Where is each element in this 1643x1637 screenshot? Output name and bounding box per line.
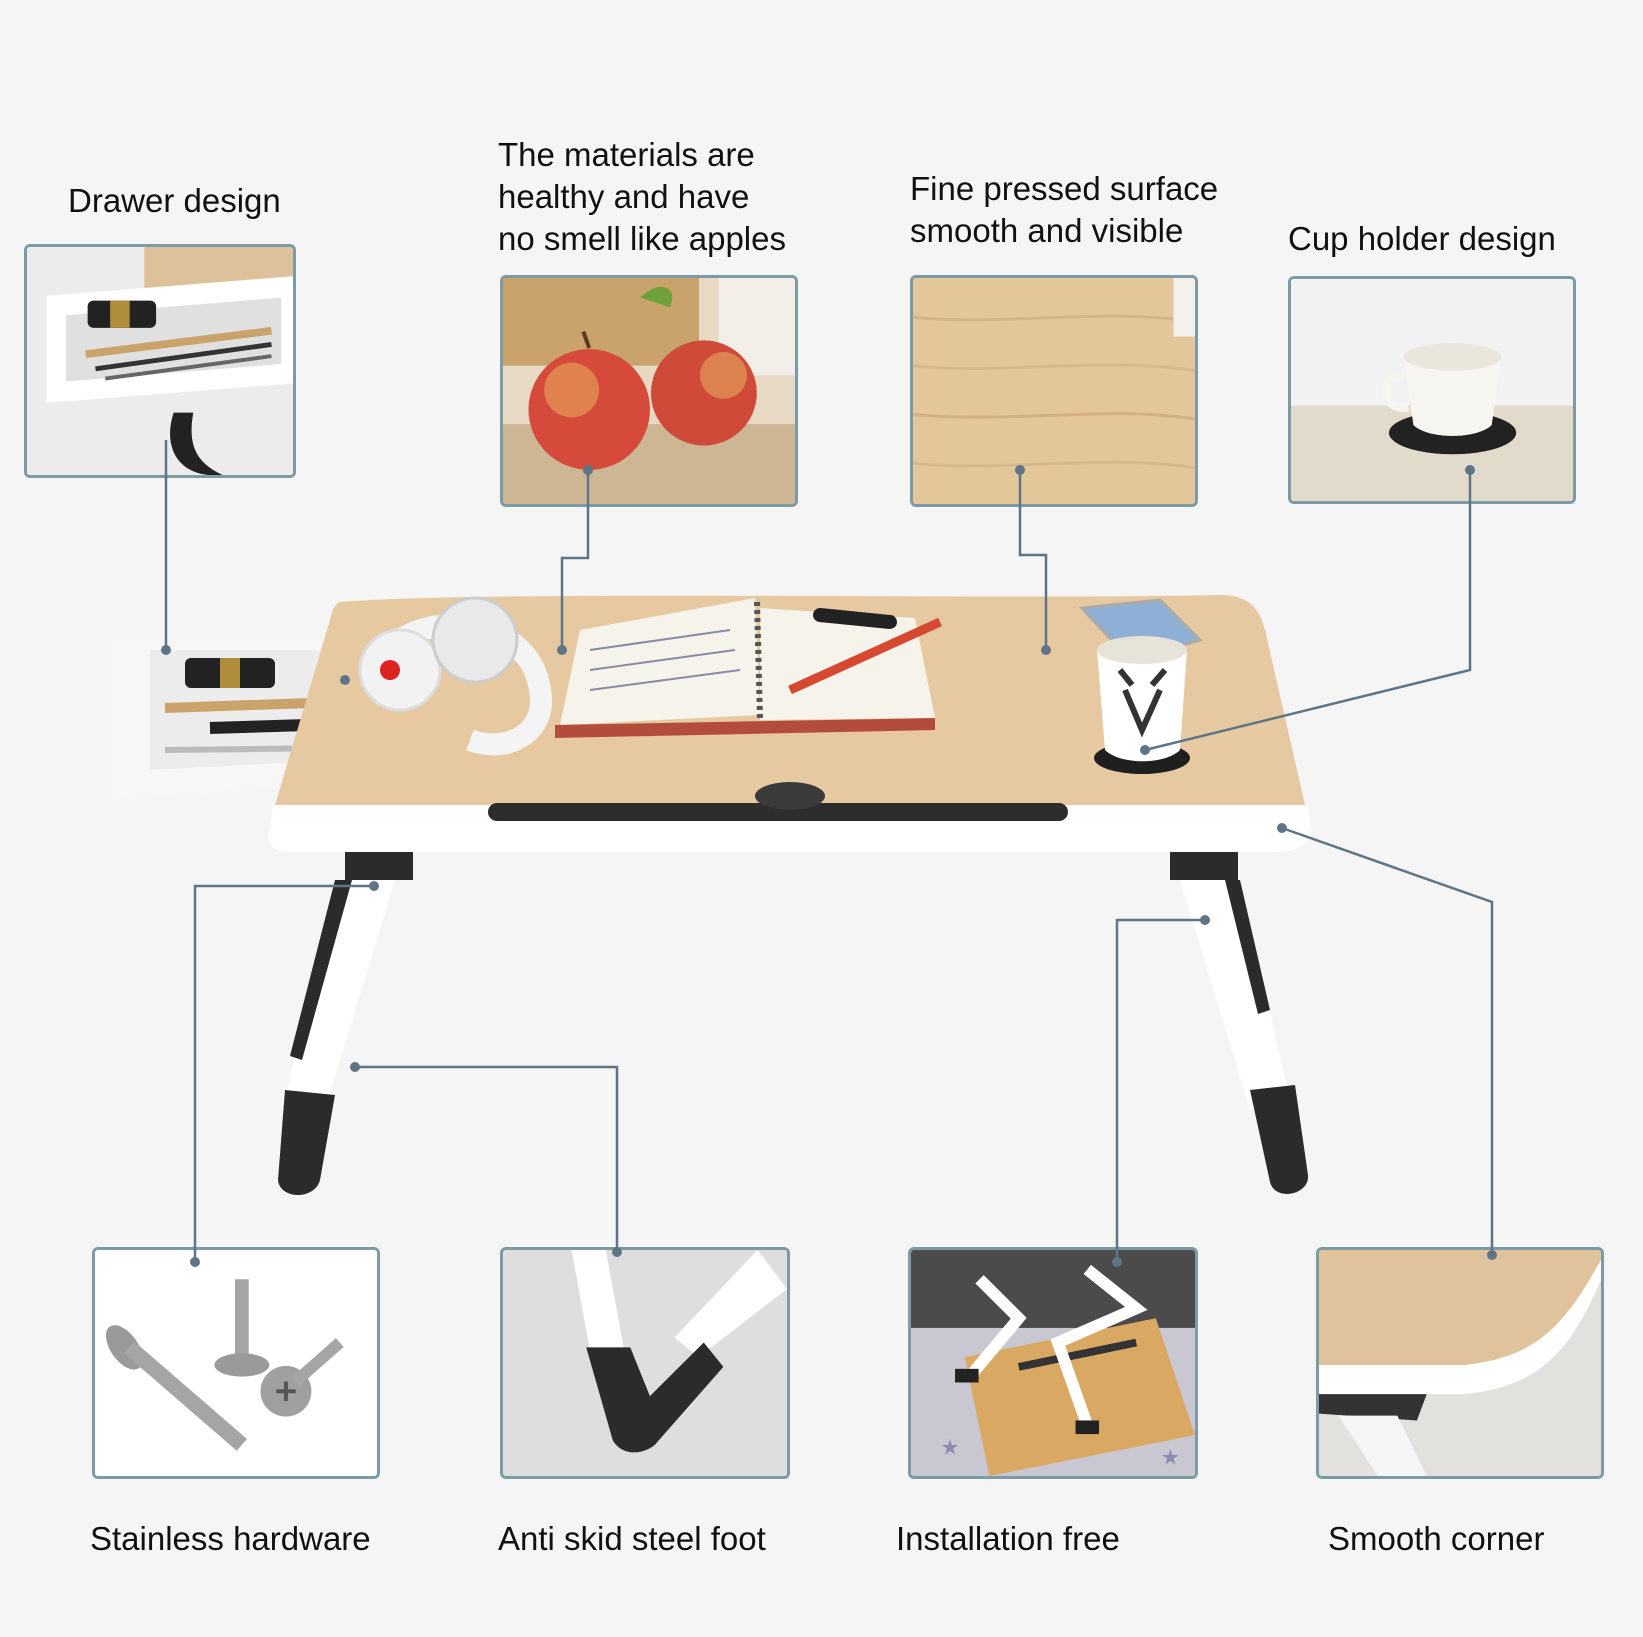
headphones: [358, 596, 553, 756]
screw-icon-3: [260, 1338, 344, 1417]
right-leg: [1170, 852, 1309, 1194]
caption-surface-line-1: Fine pressed surface: [910, 170, 1219, 207]
panel-anti-skid-foot-photo: [500, 1247, 790, 1479]
caption-cup-holder: Cup holder design: [1288, 220, 1556, 257]
screw-icon-1: [105, 1325, 248, 1451]
caption-surface-line-2: smooth and visible: [910, 212, 1184, 249]
caption-surface: Fine pressed surface smooth and visible: [910, 168, 1218, 252]
panel-folded-table-photo: ★ ★: [908, 1247, 1198, 1479]
caption-materials: The materials are healthy and have no sm…: [498, 134, 786, 260]
screw-icon-2: [214, 1279, 270, 1377]
caption-drawer-design: Drawer design: [68, 182, 281, 219]
caption-anti-skid-foot: Anti skid steel foot: [498, 1520, 766, 1557]
caption-smooth-corner: Smooth corner: [1328, 1520, 1545, 1557]
panel-apples-photo: [500, 275, 798, 507]
caption-stainless-hardware: Stainless hardware: [90, 1520, 371, 1557]
caption-installation-free: Installation free: [896, 1520, 1120, 1557]
panel-screws-photo: [92, 1247, 380, 1479]
caption-materials-line-2: healthy and have: [498, 178, 750, 215]
caption-materials-line-1: The materials are: [498, 136, 755, 173]
tablet-slot: [488, 803, 1068, 821]
panel-wood-surface-photo: [910, 275, 1198, 507]
panel-smooth-corner-photo: [1316, 1247, 1604, 1479]
panel-drawer-photo: [24, 244, 296, 478]
caption-materials-line-3: no smell like apples: [498, 220, 786, 257]
lap-desk-illustration: [112, 595, 1312, 1195]
star-icon: ★: [1161, 1445, 1180, 1470]
star-icon: ★: [940, 1436, 959, 1461]
left-leg: [278, 852, 413, 1195]
cup: [1094, 636, 1190, 774]
panel-cup-holder-photo: [1288, 276, 1576, 504]
notebook: [555, 598, 942, 738]
